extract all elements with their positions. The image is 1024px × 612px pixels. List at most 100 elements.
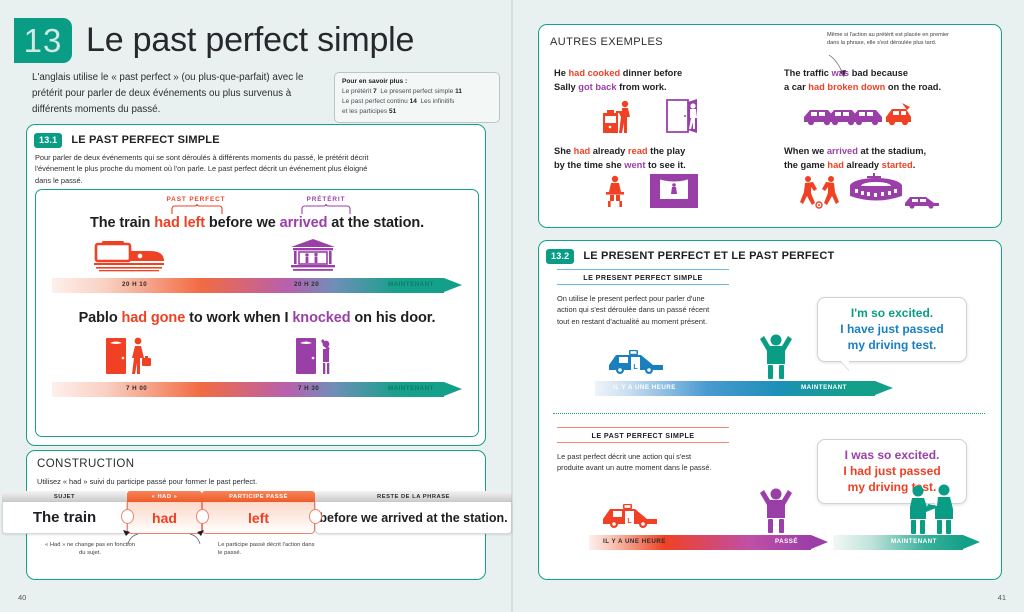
- ex2-p2: was: [831, 68, 850, 78]
- construction-pointer-lines: [123, 530, 204, 545]
- page-title: Le past perfect simple: [86, 21, 415, 59]
- see-more-ref-1-label: Le prétérit: [342, 88, 372, 95]
- timeline-present-perfect: IL Y A UNE HEURE MAINTENANT: [595, 381, 895, 396]
- celebrating-person-icon-purple: [757, 485, 795, 540]
- intro-paragraph: L'anglais utilise le « past perfect » (o…: [32, 72, 304, 115]
- page-gutter: [511, 0, 513, 612]
- ex4-p1: When we: [784, 146, 827, 156]
- example-2-s2: had gone: [121, 310, 186, 326]
- timeline-2-tick-1: 7 H 00: [126, 385, 148, 392]
- section-divider: [553, 413, 985, 414]
- ex4-p6: .: [912, 159, 916, 170]
- construction-note-left: « Had » ne change pas en fonction du suj…: [45, 542, 135, 557]
- stadium-icon: [846, 173, 906, 212]
- example-item-4: When we arrived at the stadium, the game…: [784, 145, 994, 209]
- example-1-label-preterit: PRÉTÉRIT: [306, 196, 346, 203]
- ex3-p3: already: [590, 146, 628, 156]
- station-platform-icon: [288, 238, 338, 277]
- ex1-p1: He: [554, 68, 569, 78]
- ex4-p3: at the stadium,: [857, 146, 927, 156]
- timeline-present-tick-1: IL Y A UNE HEURE: [613, 384, 676, 391]
- chapter-header: 13 Le past perfect simple: [14, 18, 414, 63]
- example-item-1: He had cooked dinner before Sally got ba…: [554, 67, 754, 133]
- left-page: 13 Le past perfect simple L'anglais util…: [2, 18, 512, 602]
- ex2-p3: bad because: [849, 68, 909, 78]
- ex3-p4: by the time she: [554, 159, 625, 170]
- timeline-past-tick-3: MAINTENANT: [891, 538, 937, 545]
- section-13-1-badge: 13.1: [34, 132, 63, 148]
- puzzle-piece-reste: RESTE DE LA PHRASE before we arrived at …: [315, 491, 512, 534]
- ex4-p4: the game: [784, 159, 828, 170]
- ex3-p6: to see it.: [645, 159, 686, 170]
- timeline-present-tick-2: MAINTENANT: [801, 384, 847, 391]
- door-with-person-icon: [664, 98, 700, 139]
- two-people-icon: [905, 483, 957, 540]
- timeline-2: 7 H 00 7 H 30 MAINTENANT: [52, 382, 462, 397]
- ex3-p5: went: [624, 159, 646, 170]
- driving-school-car-icon-red: L: [601, 503, 659, 534]
- see-more-lines: Le prétérit 7 Le present perfect simple …: [342, 87, 492, 116]
- example-item-3: She had already read the play by the tim…: [554, 145, 754, 208]
- ex1-p2: had cooked: [568, 68, 621, 78]
- see-more-ref-2-num: 11: [455, 88, 463, 95]
- example-1-s5: at the station.: [327, 215, 425, 231]
- example-1-label-past-perfect: PAST PERFECT: [166, 196, 226, 203]
- example-1-s2: had left: [154, 215, 205, 231]
- chapter-number: 13: [14, 18, 72, 63]
- ex1-p3: dinner before: [620, 68, 683, 78]
- construction-title: CONSTRUCTION: [37, 458, 135, 470]
- see-more-ref-2-label: Le present perfect simple: [380, 88, 454, 95]
- autres-exemples-note: Même si l'action au prétérit est placée …: [827, 32, 950, 47]
- ex3-p2b: read: [627, 146, 648, 156]
- ex1-p5: got back: [578, 81, 617, 92]
- ex3-p1: She: [554, 146, 574, 156]
- example-1-s3: before we: [205, 215, 280, 231]
- puzzle-knob-3: [309, 509, 322, 524]
- see-more-ref-3-num: 14: [409, 97, 417, 105]
- person-reading-icon: [602, 175, 628, 212]
- past-bubble-line-1: I was so excited.: [844, 448, 940, 462]
- door-with-person-knocking-icon: [294, 336, 346, 381]
- puzzle-piece-sujet: SUJET The train: [2, 491, 127, 534]
- ex1-p6: from work.: [616, 81, 667, 92]
- example-1: PAST PERFECT PRÉTÉRIT The train had left…: [36, 196, 478, 293]
- puzzle-val-reste: before we arrived at the station.: [315, 502, 512, 534]
- see-more-ref-4-label: Les infinitifs: [420, 97, 455, 105]
- example-2-sentence: Pablo had gone to work when I knocked on…: [36, 310, 478, 326]
- section-13-1-title: LE PAST PERFECT SIMPLE: [71, 134, 220, 146]
- timeline-2-tick-3: MAINTENANT: [388, 385, 434, 392]
- celebrating-person-icon-teal: [757, 331, 795, 386]
- svg-text:L: L: [627, 518, 632, 525]
- past-perfect-text: Le past perfect décrit une action qui s'…: [557, 452, 712, 473]
- note-pointer-arrow: [828, 54, 846, 77]
- theatre-stage-icon: [649, 173, 699, 214]
- present-bubble-line-3: my driving test.: [847, 337, 937, 352]
- puzzle-knob-1: [121, 509, 134, 524]
- example-item-4-sentence: When we arrived at the stadium, the game…: [784, 145, 994, 173]
- see-more-title: Pour en savoir plus :: [342, 78, 408, 85]
- svg-text:L: L: [633, 364, 638, 371]
- ex2-p4: a car: [784, 81, 809, 92]
- football-players-icon: [799, 175, 841, 214]
- ex1-p4: Sally: [554, 81, 579, 92]
- section-13-2-header: 13.2 LE PRESENT PERFECT ET LE PAST PERFE…: [546, 248, 1001, 264]
- example-1-brace-red: [171, 203, 223, 214]
- page-number-right: 41: [997, 593, 1006, 602]
- ex4-p5: had: [827, 159, 844, 170]
- see-more-box: Pour en savoir plus : Le prétérit 7 Le p…: [334, 72, 500, 124]
- ex4-p2: arrived: [826, 146, 858, 156]
- puzzle-cap-participe: PARTICIPE PASSÉ: [202, 491, 315, 502]
- timeline-1-tick-2: 20 H 20: [294, 281, 320, 288]
- example-2-s3: to work when I: [185, 310, 293, 326]
- present-bubble-tail: [840, 360, 849, 371]
- ex4-p5b: already: [843, 159, 882, 170]
- example-2-s1: Pablo: [78, 310, 122, 326]
- door-with-person-leaving-icon: [104, 336, 156, 381]
- see-more-ref-1-num: 7: [373, 88, 377, 95]
- puzzle-cap-reste: RESTE DE LA PHRASE: [315, 491, 512, 502]
- example-1-s4: arrived: [279, 215, 328, 231]
- section-13-2-badge: 13.2: [546, 248, 575, 264]
- see-more-ref-3-label: Le past perfect continu: [342, 97, 408, 105]
- example-item-3-sentence: She had already read the play by the tim…: [554, 145, 754, 173]
- example-1-brace-purple: [301, 203, 351, 214]
